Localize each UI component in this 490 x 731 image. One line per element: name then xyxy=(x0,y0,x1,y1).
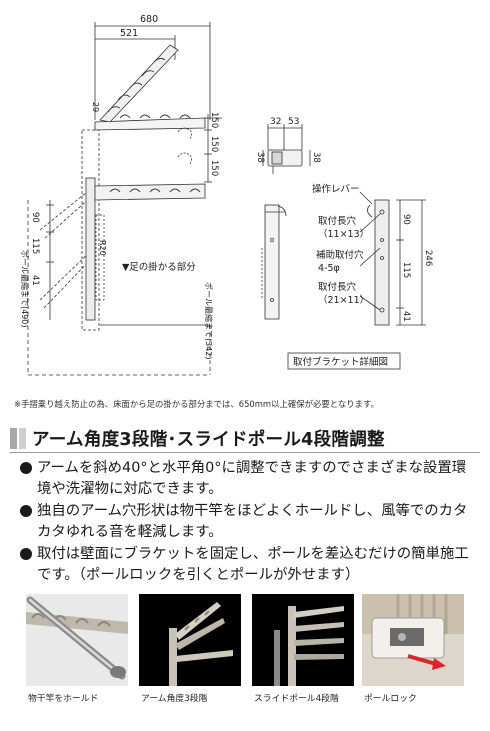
section-mark xyxy=(10,428,17,449)
section-header: アーム角度3段階･スライドポール4段階調整 xyxy=(10,424,480,453)
feature-text: 取付は壁面にブラケットを固定し、ポールを差込むだけの簡単施工です。（ポールロック… xyxy=(37,546,469,583)
feature-item: アームを斜め40°と水平角0°に調整できますのでさまざまな設置環境や洗濯物に対応… xyxy=(20,458,480,500)
feature-item: 独自のアーム穴形状は物干竿をほどよくホールドし、風等でのカタカタゆれる音を軽減し… xyxy=(20,501,480,543)
dim-41: 41 xyxy=(30,275,40,286)
pole-min-342: ポール最縮まで(342) xyxy=(204,282,214,360)
photo-pole-lock xyxy=(362,594,464,686)
photo-arm-angle xyxy=(139,594,241,686)
lever-label: 操作レバー xyxy=(312,183,360,195)
technical-drawing: 680 521 29 150 150 150 90 115 41 R20 ▼足の… xyxy=(20,14,433,376)
right-dim-246: 246 xyxy=(423,250,433,266)
pole-hold-image xyxy=(26,594,128,686)
section-title: アーム角度3段階･スライドポール4段階調整 xyxy=(32,430,385,450)
dim-150-a: 150 xyxy=(209,112,219,128)
dim-115: 115 xyxy=(30,238,40,254)
bullet-icon xyxy=(20,548,32,560)
caption-slide-pole: スライドポール4段階 xyxy=(254,694,339,704)
footnote: ※手摺乗り越え防止の為、床面から足の掛かる部分までは、650mm以上確保が必要と… xyxy=(14,399,379,409)
feature-text: アームを斜め40°と水平角0°に調整できますのでさまざまな設置環境や洗濯物に対応… xyxy=(37,460,467,497)
bracket-dim-38-left: 38 xyxy=(255,152,265,163)
dim-150-c: 150 xyxy=(209,160,219,176)
feature-item: 取付は壁面にブラケットを固定し、ポールを差込むだけの簡単施工です。（ポールロック… xyxy=(20,544,480,586)
feature-text: 独自のアーム穴形状は物干竿をほどよくホールドし、風等でのカタカタゆれる音を軽減し… xyxy=(37,503,468,540)
feature-list: アームを斜め40°と水平角0°に調整できますのでさまざまな設置環境や洗濯物に対応… xyxy=(20,458,480,587)
bracket-dim-38-right: 38 xyxy=(311,152,321,163)
bracket-detail-caption: 取付ブラケット詳細図 xyxy=(293,356,388,368)
right-dim-90: 90 xyxy=(401,214,411,225)
pole-lock-image xyxy=(362,594,464,686)
bracket-dim-53: 53 xyxy=(288,117,299,127)
bullet-icon xyxy=(20,505,32,517)
slide-pole-image xyxy=(252,594,354,686)
photo-slide-pole xyxy=(252,594,354,686)
hole-long-size: （11×13） xyxy=(318,228,369,240)
bracket-dim-32: 32 xyxy=(270,117,281,127)
section-mark-light xyxy=(19,428,26,449)
caption-pole-hold: 物干竿をホールド xyxy=(28,694,99,704)
arm-angle-image xyxy=(139,594,241,686)
dim-150-b: 150 xyxy=(209,136,219,152)
hole-long2-label: 取付長穴 xyxy=(318,281,357,293)
pole-min-490: ポール最縮まで(490) xyxy=(20,250,30,328)
dim-680: 680 xyxy=(140,14,158,25)
hole-long-label: 取付長穴 xyxy=(318,215,357,227)
dim-29: 29 xyxy=(91,102,100,112)
hole-long2-size: （21×11） xyxy=(318,294,369,306)
photo-strip: 物干竿をホールド アーム角度3段階 スライドポール4段階 ポールロック xyxy=(0,594,490,731)
bullet-icon xyxy=(20,462,32,474)
right-dim-115: 115 xyxy=(401,262,411,278)
photo-pole-hold xyxy=(26,594,128,686)
caption-pole-lock: ポールロック xyxy=(364,694,417,704)
aux-hole-size: 4-5φ xyxy=(318,263,340,274)
caption-arm-angle: アーム角度3段階 xyxy=(141,694,208,704)
dim-521: 521 xyxy=(120,28,138,39)
foot-label: ▼足の掛かる部分 xyxy=(122,261,196,273)
dim-r20: R20 xyxy=(98,240,107,256)
right-dim-41: 41 xyxy=(401,311,411,322)
aux-hole-label: 補助取付穴 xyxy=(316,249,364,261)
dim-90: 90 xyxy=(30,212,40,223)
